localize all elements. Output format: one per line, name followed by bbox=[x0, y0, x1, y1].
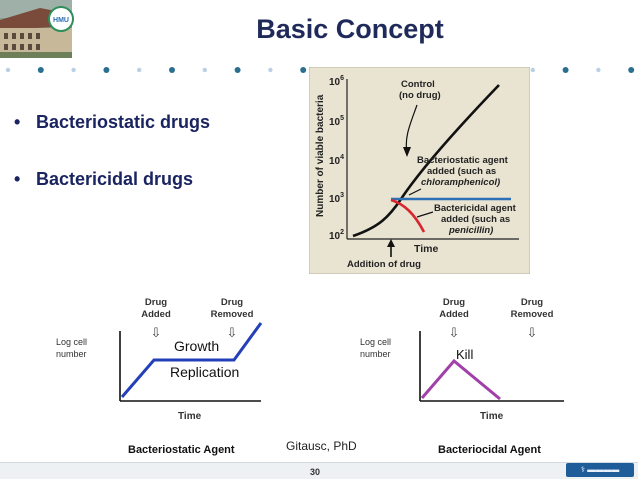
bactericidal-sublabel: added (such as bbox=[441, 214, 510, 225]
divider-dot bbox=[530, 67, 535, 73]
divider-dot bbox=[137, 67, 142, 73]
bactericidal-label: Bactericidal agent bbox=[434, 203, 517, 214]
footer-bar bbox=[0, 462, 638, 479]
divider-dot bbox=[37, 67, 44, 73]
control-sublabel: (no drug) bbox=[399, 90, 441, 101]
y-axis-label: Log cell bbox=[56, 337, 87, 347]
down-arrow-icon: ⇩ bbox=[227, 326, 238, 341]
divider-dot bbox=[596, 67, 601, 73]
y-axis-label: Number of viable bacteria bbox=[315, 94, 326, 217]
cidal-pointer-line bbox=[416, 211, 434, 218]
logo-text: HMU bbox=[53, 17, 69, 24]
y-axis-label: number bbox=[360, 349, 391, 359]
divider-dot bbox=[103, 67, 110, 73]
y-tick-exponent: 5 bbox=[340, 115, 344, 122]
bullet-text: Bactericidal drugs bbox=[36, 169, 194, 189]
bacteriocidal-line bbox=[420, 358, 501, 401]
bacteriostatic-label: Bacteriostatic agent bbox=[417, 155, 509, 166]
control-arrowhead-icon bbox=[403, 147, 411, 157]
x-axis-label: Time bbox=[480, 411, 504, 422]
y-axis-label: Log cell bbox=[360, 337, 391, 347]
y-tick-exponent: 4 bbox=[340, 154, 344, 161]
diagram-caption: Bacteriostatic Agent bbox=[128, 444, 235, 456]
divider-dot bbox=[202, 67, 207, 73]
bullet-mark-icon: • bbox=[14, 169, 21, 189]
drug-added-label: Drug bbox=[145, 297, 167, 308]
control-curve bbox=[352, 84, 500, 238]
y-axis-label: number bbox=[56, 349, 87, 359]
drug-removed-label: Drug bbox=[221, 297, 243, 308]
svg-text:102: 102 bbox=[329, 229, 344, 242]
divider-dot bbox=[5, 67, 11, 73]
svg-text:104: 104 bbox=[329, 154, 344, 167]
svg-text:103: 103 bbox=[329, 192, 344, 205]
drug-removed-label: Removed bbox=[511, 309, 554, 320]
slide-title: Basic Concept bbox=[256, 14, 444, 44]
divider-dot bbox=[300, 67, 307, 73]
replication-label: Replication bbox=[170, 364, 239, 380]
author-credit: Gitausc, PhD bbox=[286, 439, 357, 453]
divider-dot bbox=[562, 67, 569, 73]
drug-added-label: Added bbox=[141, 309, 171, 320]
x-axis-label: Time bbox=[414, 243, 438, 255]
divider-dot bbox=[234, 67, 241, 73]
bacteriostatic-diagram: Drug Added Drug Removed ⇩ ⇩ Log cell num… bbox=[56, 297, 263, 456]
bullet-list: • Bacteriostatic drugs • Bactericidal drug… bbox=[14, 112, 210, 226]
bacteriostatic-sublabel: added (such as bbox=[427, 166, 496, 177]
y-tick-label: 10 bbox=[329, 117, 341, 128]
divider-dot bbox=[169, 67, 175, 73]
bacteriostatic-example: chloramphenicol) bbox=[421, 177, 500, 188]
svg-text:105: 105 bbox=[329, 115, 344, 128]
divider-dot bbox=[268, 67, 273, 73]
university-badge-icon: ⚕ ▬▬▬▬ bbox=[566, 463, 634, 477]
y-tick-label: 10 bbox=[329, 156, 341, 167]
bactericidal-curve bbox=[390, 198, 426, 233]
kill-label: Kill bbox=[456, 347, 473, 362]
down-arrow-icon: ⇩ bbox=[449, 326, 460, 341]
page-number: 30 bbox=[310, 467, 321, 477]
growth-label: Growth bbox=[174, 338, 219, 354]
bacteriostatic-line bbox=[120, 322, 263, 398]
y-tick-exponent: 6 bbox=[340, 75, 344, 82]
y-tick-exponent: 3 bbox=[340, 192, 344, 199]
down-arrow-icon: ⇩ bbox=[527, 326, 538, 341]
bullet-item-bacteriostatic: • Bacteriostatic drugs bbox=[14, 112, 210, 133]
x-axis-label: Time bbox=[178, 411, 202, 422]
viable-bacteria-figure: Number of viable bacteria 106 105 104 10… bbox=[309, 67, 530, 274]
bullet-text: Bacteriostatic drugs bbox=[36, 112, 211, 132]
bactericidal-example: penicillin) bbox=[448, 225, 493, 236]
control-label: Control bbox=[401, 79, 435, 90]
divider-dot bbox=[71, 67, 76, 73]
drug-added-label: Drug bbox=[443, 297, 465, 308]
static-pointer-line bbox=[408, 188, 422, 196]
university-logo: HMU bbox=[48, 6, 74, 32]
y-tick-label: 10 bbox=[329, 77, 341, 88]
addition-label: Addition of drug bbox=[347, 259, 421, 270]
drug-removed-label: Drug bbox=[521, 297, 543, 308]
divider-dot bbox=[628, 67, 635, 73]
bacteriocidal-diagram: Drug Added Drug Removed ⇩ ⇩ Log cell num… bbox=[360, 297, 564, 456]
svg-text:106: 106 bbox=[329, 75, 344, 88]
y-tick-label: 10 bbox=[329, 194, 341, 205]
y-tick-exponent: 2 bbox=[340, 229, 344, 236]
diagram-caption: Bacteriocidal Agent bbox=[438, 444, 541, 456]
bullet-item-bactericidal: • Bactericidal drugs bbox=[14, 169, 210, 190]
drug-removed-label: Removed bbox=[211, 309, 254, 320]
drug-added-label: Added bbox=[439, 309, 469, 320]
bullet-mark-icon: • bbox=[14, 112, 21, 132]
addition-arrowhead-icon bbox=[387, 239, 395, 247]
y-tick-label: 10 bbox=[329, 231, 341, 242]
down-arrow-icon: ⇩ bbox=[151, 326, 162, 341]
